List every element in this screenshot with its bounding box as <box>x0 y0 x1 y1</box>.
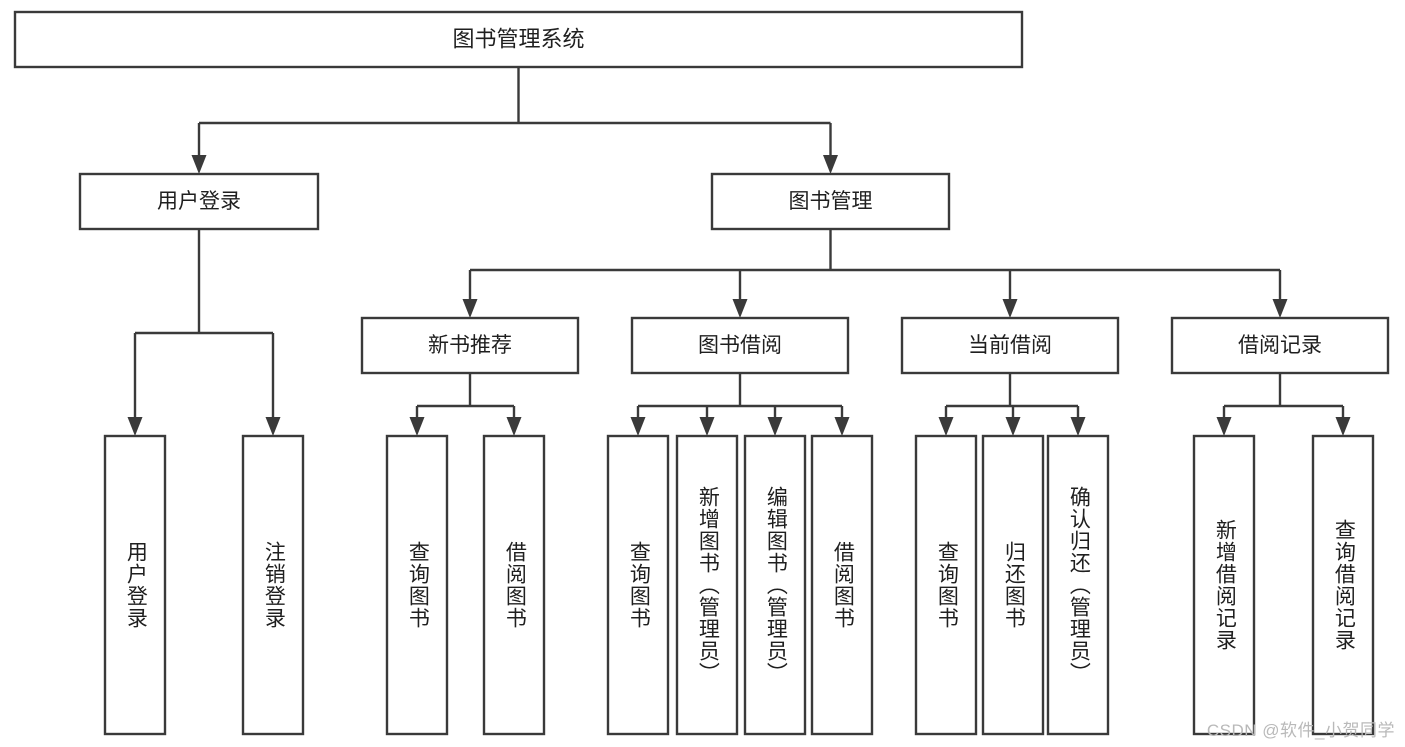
level3-node-box-book-borrow[interactable] <box>630 316 850 375</box>
arrow-head-icon <box>1070 417 1086 436</box>
level3-node-label-borrow-record: 借阅记录 <box>1238 334 1322 357</box>
level3-node-label-book-borrow: 图书借阅 <box>698 334 782 357</box>
arrow-head-icon <box>834 417 850 436</box>
arrow-head-icon <box>127 417 143 436</box>
arrow-head-icon <box>1002 299 1018 318</box>
leaf-node-box-leaf-borrow-book[interactable] <box>810 434 874 736</box>
leaf-node-box-leaf-add-book-admin[interactable] <box>675 434 739 736</box>
arrow-head-icon <box>699 417 715 436</box>
arrow-head-icon <box>1216 417 1232 436</box>
leaf-node-box-leaf-query-book-recommend[interactable] <box>385 434 449 736</box>
arrow-head-icon <box>506 417 522 436</box>
connector-layer <box>127 67 1351 436</box>
level2-node-box-user-login[interactable] <box>78 172 320 231</box>
root-node-label: 图书管理系统 <box>452 26 584 51</box>
arrow-head-icon <box>1272 299 1288 318</box>
arrow-head-icon <box>265 417 281 436</box>
level3-node-box-borrow-record[interactable] <box>1170 316 1390 375</box>
arrow-head-icon <box>732 299 748 318</box>
arrow-head-icon <box>767 417 783 436</box>
level2-node-label-book-management: 图书管理 <box>789 190 873 213</box>
level2-node-box-book-management[interactable] <box>710 172 951 231</box>
arrow-head-icon <box>630 417 646 436</box>
arrow-head-icon <box>409 417 425 436</box>
leaf-node-box-leaf-user-login[interactable] <box>103 434 167 736</box>
level3-node-label-current-borrow: 当前借阅 <box>968 334 1052 357</box>
node-box-layer <box>13 10 1390 736</box>
level2-node-label-user-login: 用户登录 <box>157 190 241 213</box>
arrow-head-icon <box>1005 417 1021 436</box>
leaf-node-box-leaf-add-borrow-record[interactable] <box>1192 434 1256 736</box>
arrow-head-icon <box>1335 417 1351 436</box>
level3-node-box-new-book-recommend[interactable] <box>360 316 580 375</box>
leaf-node-box-leaf-confirm-return-admin[interactable] <box>1046 434 1110 736</box>
leaf-node-box-leaf-logout-login[interactable] <box>241 434 305 736</box>
arrow-head-icon <box>938 417 954 436</box>
level3-node-label-new-book-recommend: 新书推荐 <box>428 334 512 357</box>
csdn-watermark: CSDN @软件_小贺同学 <box>1206 721 1395 740</box>
arrow-head-icon <box>191 155 207 174</box>
root-node-box[interactable] <box>13 10 1024 69</box>
arrow-head-icon <box>462 299 478 318</box>
leaf-node-box-leaf-query-borrow-record[interactable] <box>1311 434 1375 736</box>
leaf-node-box-leaf-query-book-borrow[interactable] <box>606 434 670 736</box>
leaf-node-box-leaf-query-book-current[interactable] <box>914 434 978 736</box>
level3-node-box-current-borrow[interactable] <box>900 316 1120 375</box>
arrow-head-icon <box>823 155 838 174</box>
leaf-node-box-leaf-return-book[interactable] <box>981 434 1045 736</box>
leaf-node-box-leaf-borrow-book-recommend[interactable] <box>482 434 546 736</box>
leaf-node-box-leaf-edit-book-admin[interactable] <box>743 434 807 736</box>
